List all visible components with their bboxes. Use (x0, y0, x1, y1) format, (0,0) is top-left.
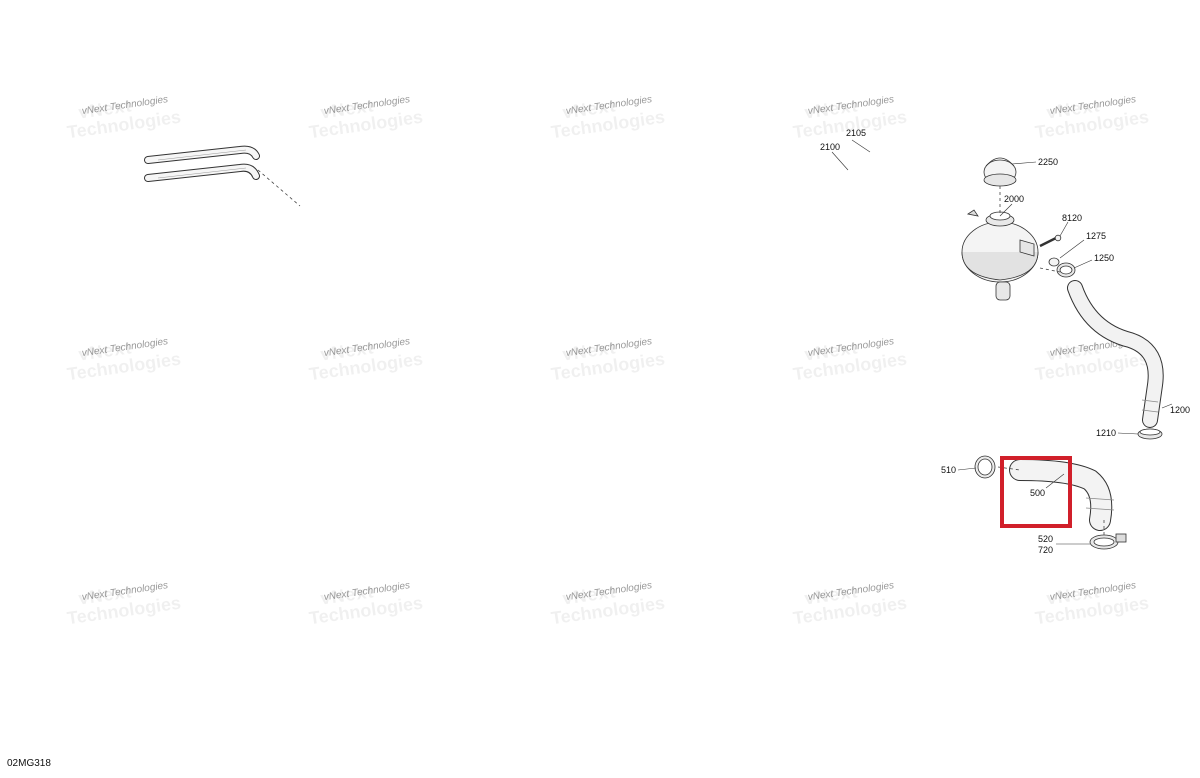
label-1210: 1210 (1096, 428, 1116, 438)
diagram-code: 02MG318 (7, 758, 51, 769)
label-2000: 2000 (1004, 194, 1024, 204)
screw-8120[interactable] (1039, 234, 1062, 248)
reservoir-2000[interactable] (961, 209, 1039, 301)
hose-1200[interactable] (1067, 280, 1164, 428)
leader-lines (831, 139, 1173, 545)
label-2100: 2100 (820, 142, 840, 152)
label-8120: 8120 (1062, 213, 1082, 223)
label-1250: 1250 (1094, 253, 1114, 263)
label-2105: 2105 (846, 128, 866, 138)
clamp-1275[interactable] (1048, 257, 1060, 267)
clamp-1250[interactable] (1056, 262, 1076, 278)
label-520: 520 (1038, 534, 1053, 544)
clamp-1210[interactable] (1137, 428, 1163, 440)
clamp-520-720[interactable] (1089, 533, 1127, 550)
cap-2250[interactable] (983, 157, 1017, 187)
label-720: 720 (1038, 545, 1053, 555)
label-2250: 2250 (1038, 157, 1058, 167)
assembly-lines (257, 169, 1105, 535)
hose-2100-2105[interactable] (144, 145, 260, 182)
highlight-box-500 (1000, 456, 1072, 528)
clamp-510[interactable] (974, 455, 996, 479)
hose-500[interactable] (1009, 459, 1115, 531)
label-510: 510 (941, 465, 956, 475)
label-500: 500 (1030, 488, 1045, 498)
label-1275: 1275 (1086, 231, 1106, 241)
label-1200: 1200 (1170, 405, 1190, 415)
